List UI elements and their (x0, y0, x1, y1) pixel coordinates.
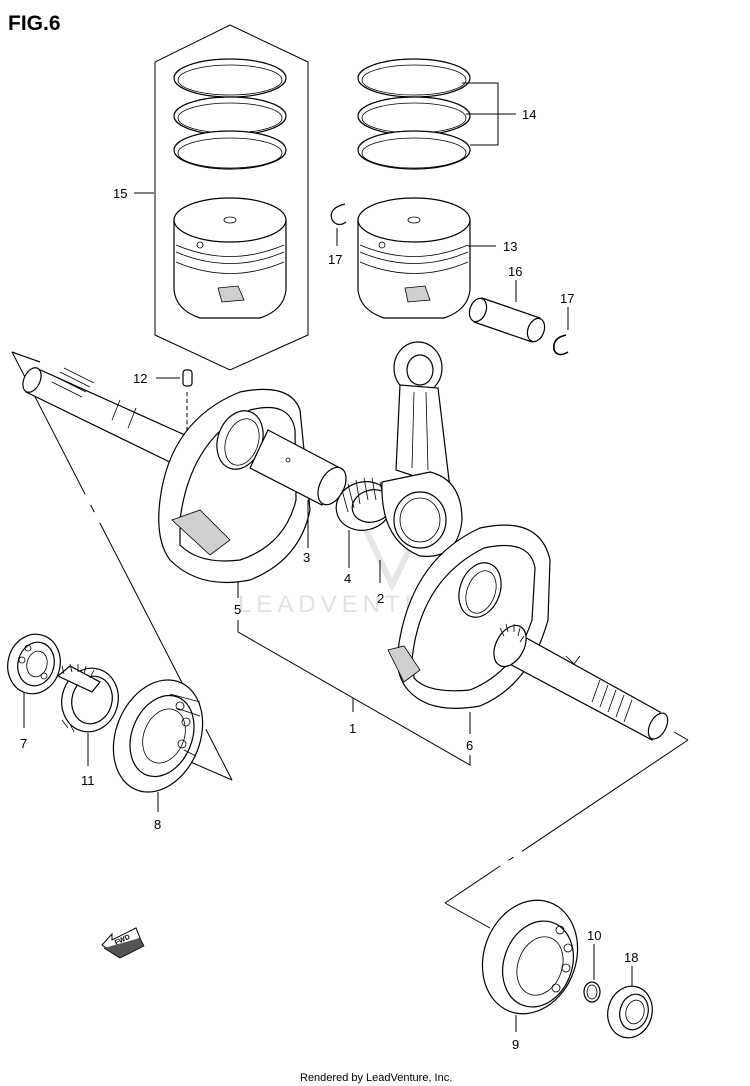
callout-16: 16 (508, 264, 522, 279)
part-14-piston-rings[interactable] (357, 58, 471, 170)
part-17-circlip-left[interactable] (330, 203, 347, 226)
fwd-arrow-icon: FWD (101, 927, 145, 959)
callout-10: 10 (587, 928, 601, 943)
figure-title: FIG.6 (8, 12, 61, 35)
callout-17-left: 17 (328, 252, 342, 267)
piston-15 (173, 219, 287, 319)
part-15-piston-set[interactable] (154, 24, 309, 371)
part-16-piston-pin[interactable] (466, 296, 547, 344)
callout-3: 3 (303, 550, 310, 565)
part-8-bearing[interactable] (97, 666, 218, 805)
callout-13: 13 (503, 239, 517, 254)
callout-1: 1 (349, 721, 356, 736)
callout-5: 5 (234, 602, 241, 617)
kit-frame-15 (154, 24, 309, 371)
part-12-pin[interactable] (182, 369, 193, 430)
callout-4: 4 (344, 571, 351, 586)
part-7-bearing[interactable] (1, 628, 67, 699)
callout-2: 2 (377, 591, 384, 606)
callout-12: 12 (133, 371, 147, 386)
part-2-connecting-rod[interactable] (381, 341, 463, 557)
callout-8: 8 (154, 817, 161, 832)
callout-7: 7 (20, 736, 27, 751)
part-6-right-crankshaft[interactable] (387, 524, 672, 742)
callout-6: 6 (466, 738, 473, 753)
callout-15: 15 (113, 186, 127, 201)
part-18-oil-seal[interactable] (602, 981, 658, 1043)
part-17-circlip-right[interactable] (552, 334, 569, 356)
ring-15c (173, 130, 287, 170)
part-10-o-ring[interactable] (583, 981, 601, 1003)
callout-11: 11 (81, 773, 95, 788)
callout-17-right: 17 (560, 291, 574, 306)
callout-9: 9 (512, 1037, 519, 1052)
part-13-piston[interactable] (357, 197, 471, 319)
part-5-left-crankshaft[interactable] (19, 365, 352, 584)
callout-18: 18 (624, 950, 638, 965)
part-9-bearing[interactable] (467, 887, 593, 1027)
footer-credit: Rendered by LeadVenture, Inc. (300, 1072, 452, 1084)
callout-14: 14 (522, 107, 536, 122)
part-11-gear[interactable] (55, 662, 126, 738)
